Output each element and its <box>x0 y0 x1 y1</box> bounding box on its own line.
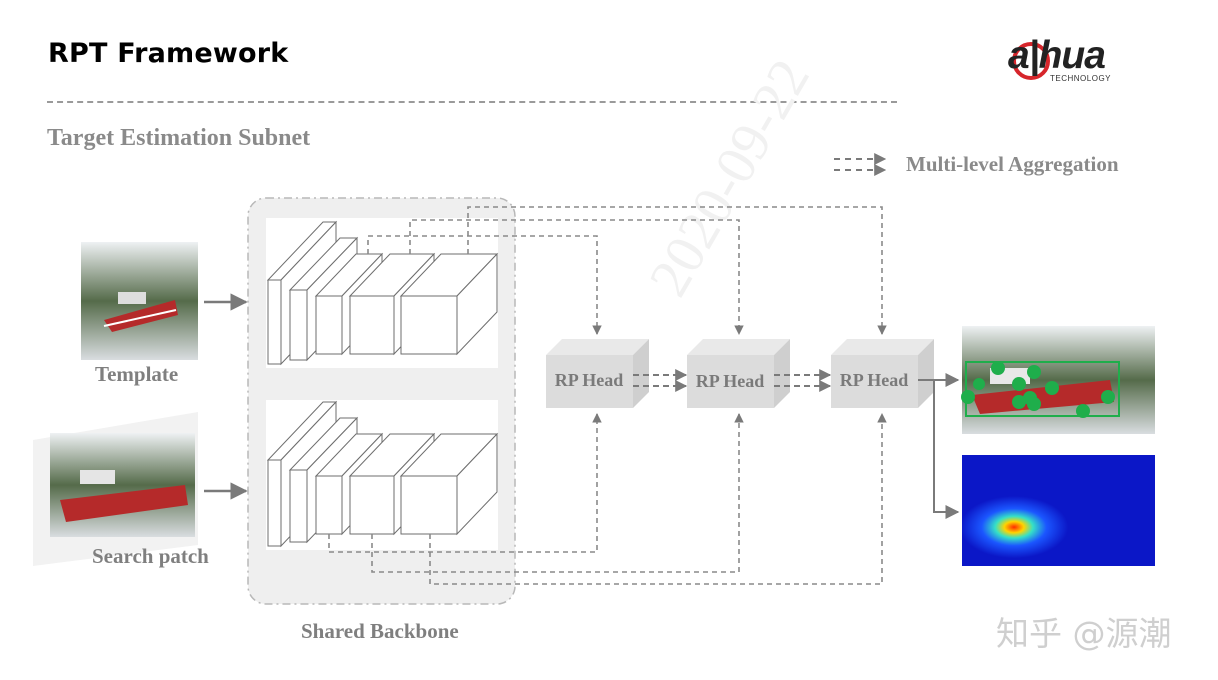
template-image <box>81 242 198 360</box>
output-arrows <box>918 373 960 519</box>
logo-ring-icon <box>1012 42 1050 80</box>
shared-backbone-label: Shared Backbone <box>301 619 459 643</box>
template-aggregation-lines <box>367 206 887 335</box>
keypoints <box>961 361 1115 418</box>
output-heatmap <box>962 455 1155 566</box>
template-layer-5 <box>399 252 499 356</box>
template-backbone-layers <box>266 220 499 366</box>
slide-title: RPT Framework <box>48 38 289 69</box>
output-detection-image <box>961 326 1155 434</box>
search-layer-5 <box>399 432 499 536</box>
logo-wordmark: a|hua <box>1008 34 1106 77</box>
rp-head-3: RP Head <box>831 339 934 408</box>
head-aggregation-arrows <box>633 369 832 392</box>
rp-head-1: RP Head <box>546 339 649 408</box>
rp-head-2-label: RP Head <box>696 371 765 391</box>
title-divider <box>47 101 897 103</box>
search-aggregation-lines <box>328 413 887 585</box>
rp-head-1-label: RP Head <box>555 370 624 390</box>
search-patch-image <box>33 412 198 566</box>
template-label: Template <box>95 362 179 386</box>
legend-label: Multi-level Aggregation <box>906 152 1119 176</box>
bounding-box <box>965 361 1120 417</box>
search-backbone-layers <box>266 400 499 548</box>
date-watermark: 2020-09-22 <box>638 49 822 306</box>
subnet-title: Target Estimation Subnet <box>47 125 311 151</box>
rp-head-3-label: RP Head <box>840 370 909 390</box>
zhihu-watermark: 知乎 @源潮 <box>996 614 1172 653</box>
logo-subtext: TECHNOLOGY <box>1050 74 1112 83</box>
legend-dashed-arrow-icon <box>834 153 887 176</box>
search-patch-label: Search patch <box>92 544 209 568</box>
rp-head-2: RP Head <box>687 339 790 408</box>
